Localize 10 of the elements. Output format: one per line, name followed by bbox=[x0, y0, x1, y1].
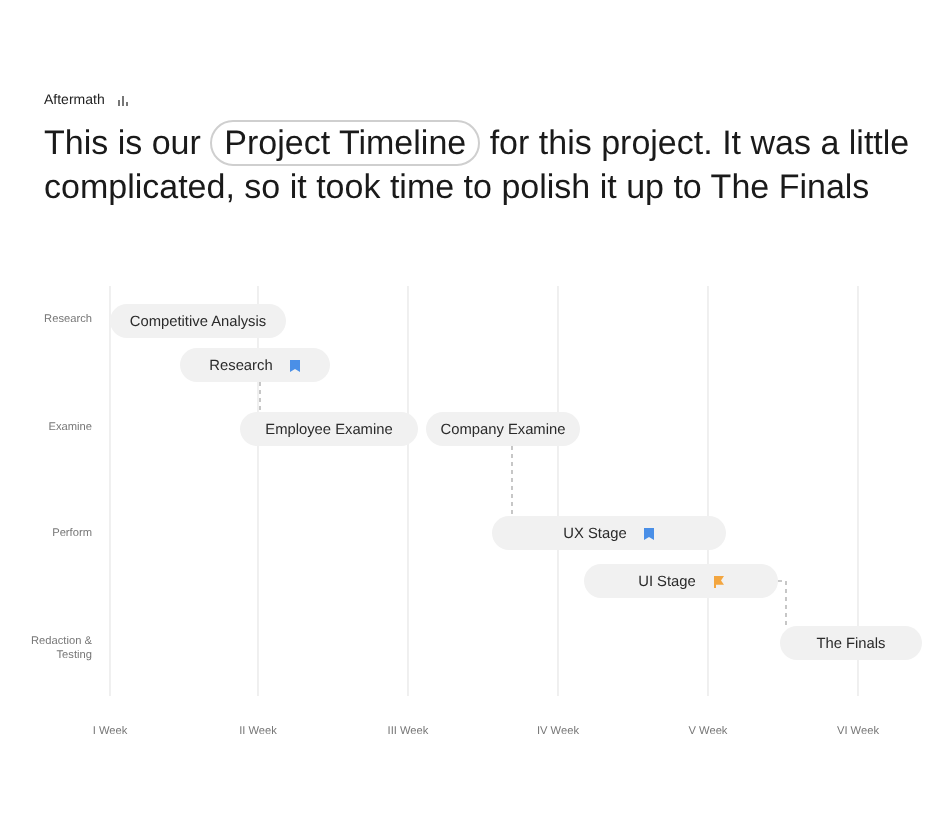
task-bar bbox=[780, 626, 922, 660]
heading-text: This is our Project Timeline for this project. It was a little complicated, so it took time to polish it up to The Finals bbox=[44, 122, 912, 210]
connector-line bbox=[777, 580, 787, 627]
task-bar bbox=[180, 348, 330, 382]
task-bar bbox=[584, 564, 778, 598]
connector-line bbox=[259, 381, 261, 413]
task-bar bbox=[240, 412, 418, 446]
task-bar bbox=[426, 412, 580, 446]
task-bar bbox=[492, 516, 726, 550]
connector-line bbox=[511, 445, 513, 517]
